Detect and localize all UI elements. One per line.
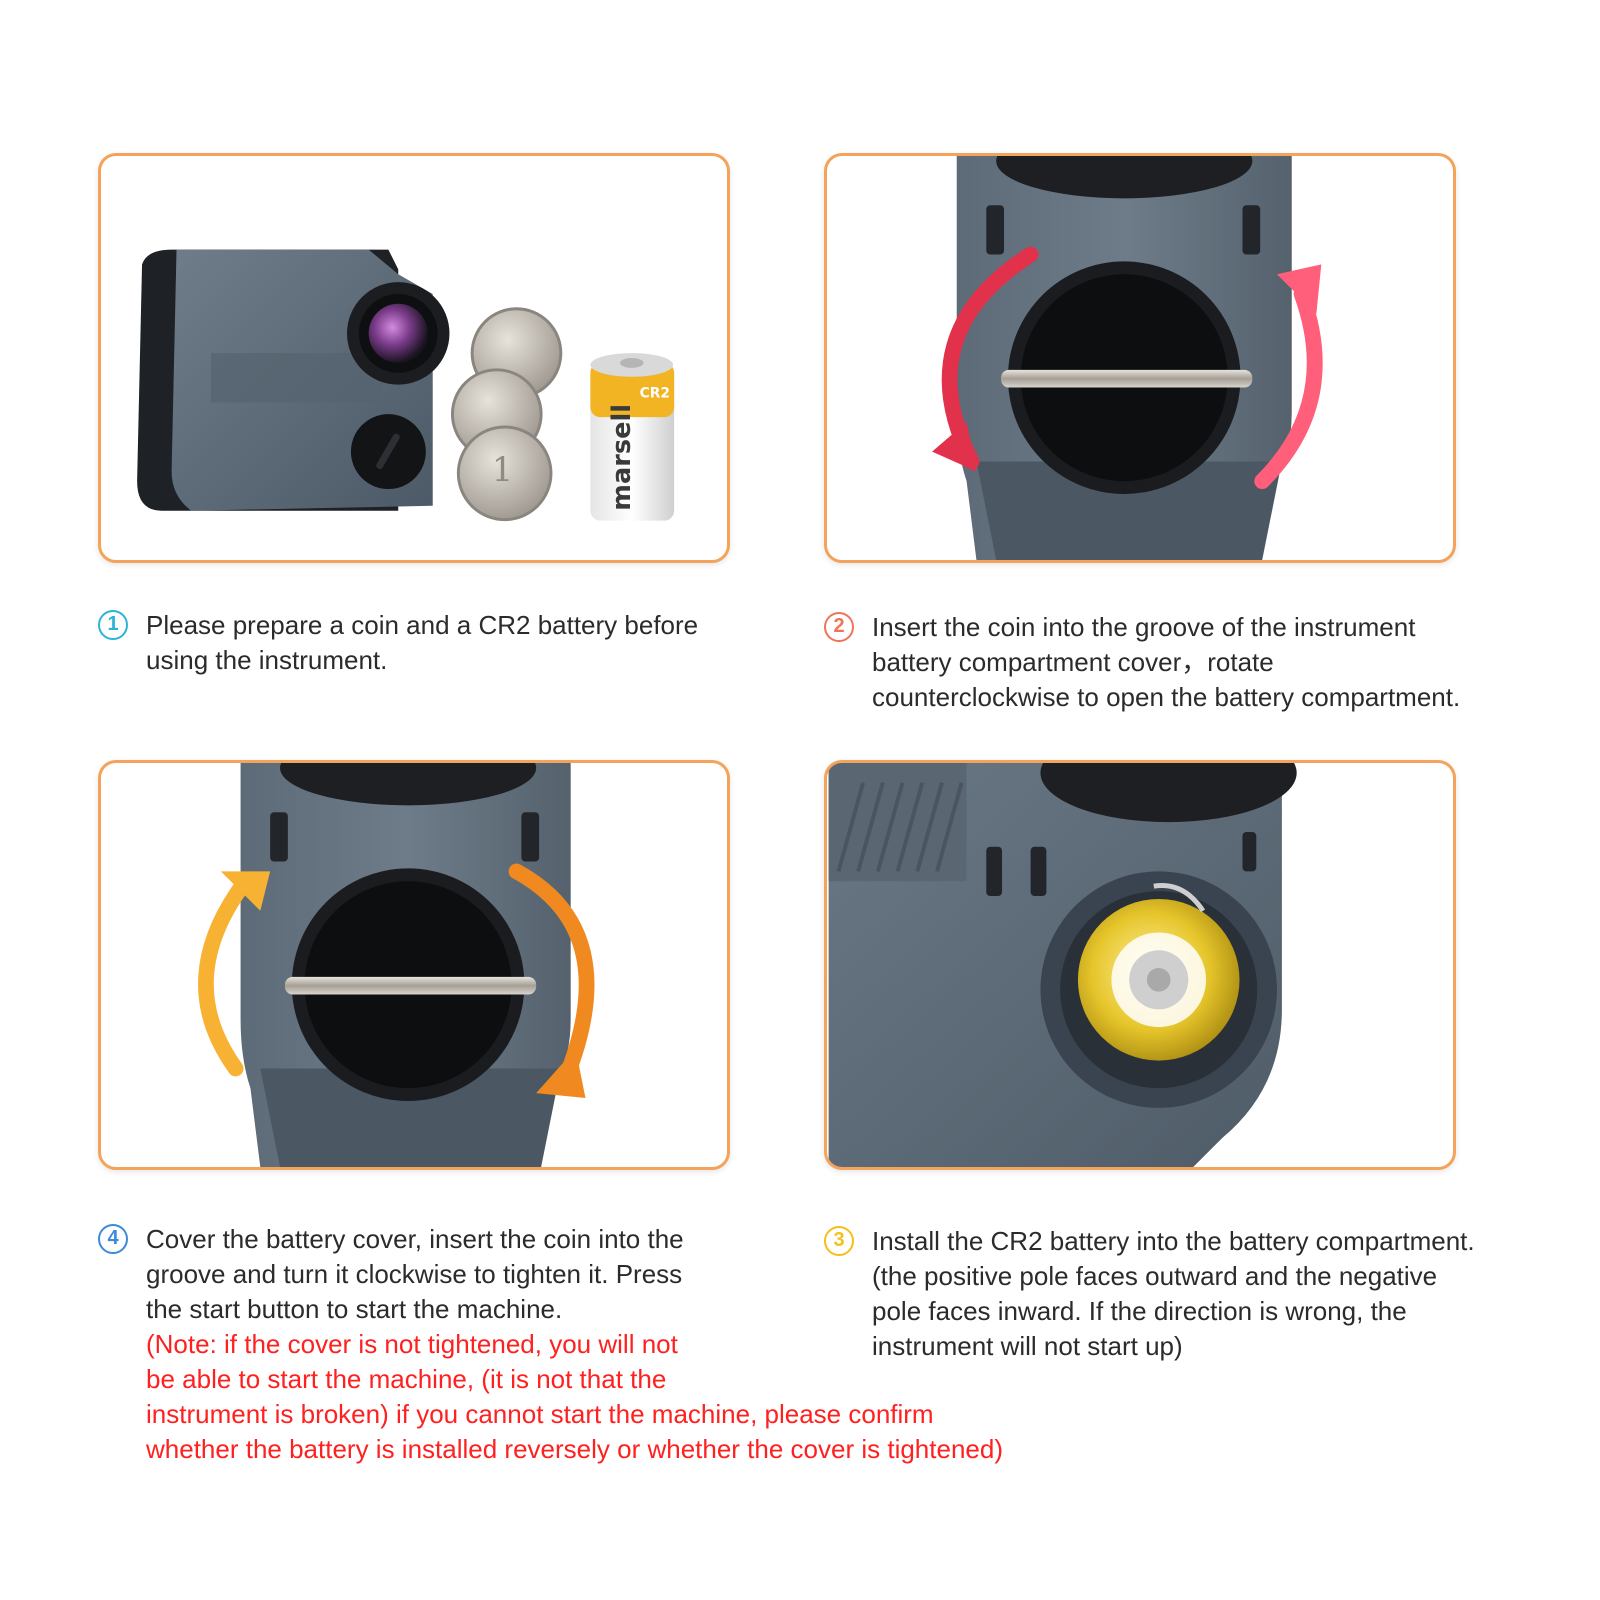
step-3: 3 Install the CR2 battery into the batte… bbox=[824, 1224, 1524, 1364]
eyepiece-ring bbox=[996, 156, 1253, 199]
eyepiece-ring bbox=[280, 763, 537, 806]
counterclockwise-arrow-icon bbox=[1254, 286, 1323, 490]
counterclockwise-rotate-image bbox=[932, 156, 1323, 560]
svg-text:1: 1 bbox=[492, 450, 513, 489]
device-base bbox=[976, 461, 1282, 560]
step-number-badge: 3 bbox=[824, 1226, 854, 1256]
panel-close bbox=[98, 760, 730, 1170]
arrow-head-icon bbox=[932, 422, 977, 472]
coin-icon bbox=[456, 425, 553, 522]
step-4: 4 Cover the battery cover, insert the co… bbox=[98, 1222, 1058, 1467]
step-number-badge: 1 bbox=[98, 610, 128, 640]
step-4-note: (Note: if the cover is not tightened, yo… bbox=[146, 1329, 1003, 1464]
battery-cap-text: CR2 bbox=[640, 385, 670, 401]
arrow-head-icon bbox=[1276, 264, 1322, 314]
battery-brand-text: marsell bbox=[607, 404, 637, 511]
panel-open bbox=[824, 153, 1456, 563]
rangefinder-coins-battery-image: 1 CR2 marsell bbox=[137, 249, 675, 522]
clockwise-arrow-icon bbox=[508, 863, 595, 1087]
clockwise-arrow-icon bbox=[198, 873, 254, 1077]
step-3-text: Install the CR2 battery into the battery… bbox=[872, 1226, 1475, 1361]
step-1: 1 Please prepare a coin and a CR2 batter… bbox=[98, 608, 738, 678]
eyepiece-ring bbox=[1040, 763, 1297, 823]
battery-installed-image bbox=[828, 763, 1297, 1167]
clockwise-rotate-image bbox=[198, 763, 595, 1167]
arrow-head-icon bbox=[220, 871, 271, 911]
step-2: 2 Insert the coin into the groove of the… bbox=[824, 610, 1504, 715]
step-number-badge: 4 bbox=[98, 1224, 128, 1254]
coin-icon bbox=[284, 976, 537, 995]
step-number-badge: 2 bbox=[824, 612, 854, 642]
step-4-text: Cover the battery cover, insert the coin… bbox=[146, 1224, 684, 1324]
panel-install bbox=[824, 760, 1456, 1170]
arrow-head-icon bbox=[536, 1048, 586, 1099]
step-2-text: Insert the coin into the groove of the i… bbox=[872, 612, 1461, 712]
panel-prepare: 1 CR2 marsell bbox=[98, 153, 730, 563]
lens-icon bbox=[368, 303, 428, 363]
coin-icon bbox=[1001, 369, 1253, 388]
device-base bbox=[260, 1068, 561, 1167]
step-1-text: Please prepare a coin and a CR2 battery … bbox=[146, 610, 699, 675]
